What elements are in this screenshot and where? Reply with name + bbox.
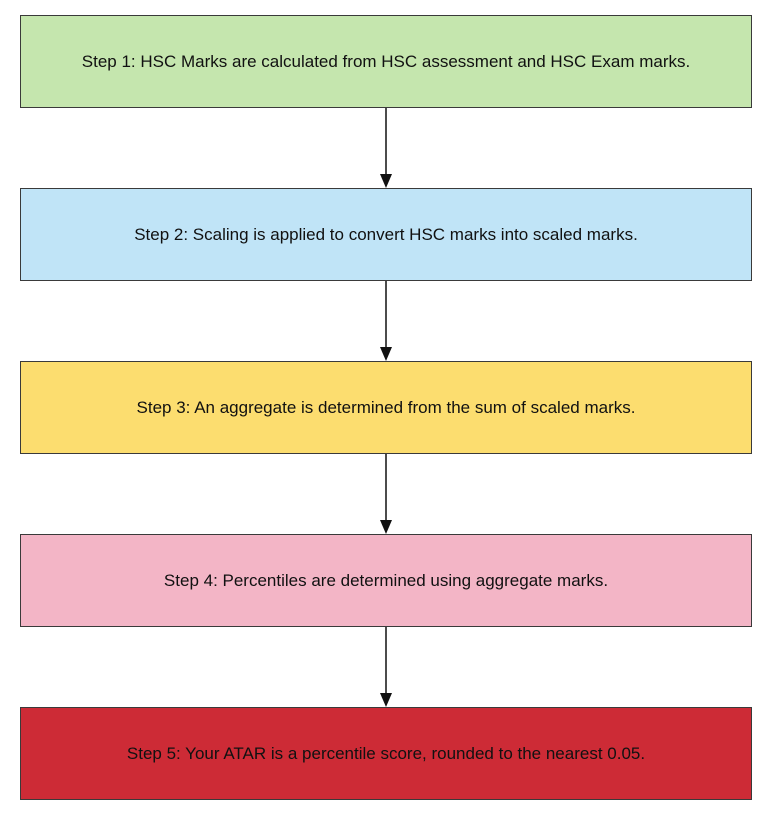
step-4-box: Step 4: Percentiles are determined using…	[20, 534, 752, 627]
arrow-step-2-to-3	[380, 281, 392, 361]
step-2-box: Step 2: Scaling is applied to convert HS…	[20, 188, 752, 281]
step-1-box: Step 1: HSC Marks are calculated from HS…	[20, 15, 752, 108]
arrow-step-1-to-2	[380, 108, 392, 188]
arrow-head-icon	[380, 174, 392, 188]
step-5-box: Step 5: Your ATAR is a percentile score,…	[20, 707, 752, 800]
step-2-label: Step 2: Scaling is applied to convert HS…	[134, 224, 638, 244]
step-1-label: Step 1: HSC Marks are calculated from HS…	[81, 51, 691, 71]
arrow-head-icon	[380, 693, 392, 707]
arrow-head-icon	[380, 520, 392, 534]
step-3-label: Step 3: An aggregate is determined from …	[136, 397, 636, 417]
step-4-label: Step 4: Percentiles are determined using…	[163, 570, 609, 590]
arrow-step-3-to-4	[380, 454, 392, 534]
step-5-label: Step 5: Your ATAR is a percentile score,…	[126, 743, 646, 763]
arrow-step-4-to-5	[380, 627, 392, 707]
arrow-head-icon	[380, 347, 392, 361]
step-3-box: Step 3: An aggregate is determined from …	[20, 361, 752, 454]
